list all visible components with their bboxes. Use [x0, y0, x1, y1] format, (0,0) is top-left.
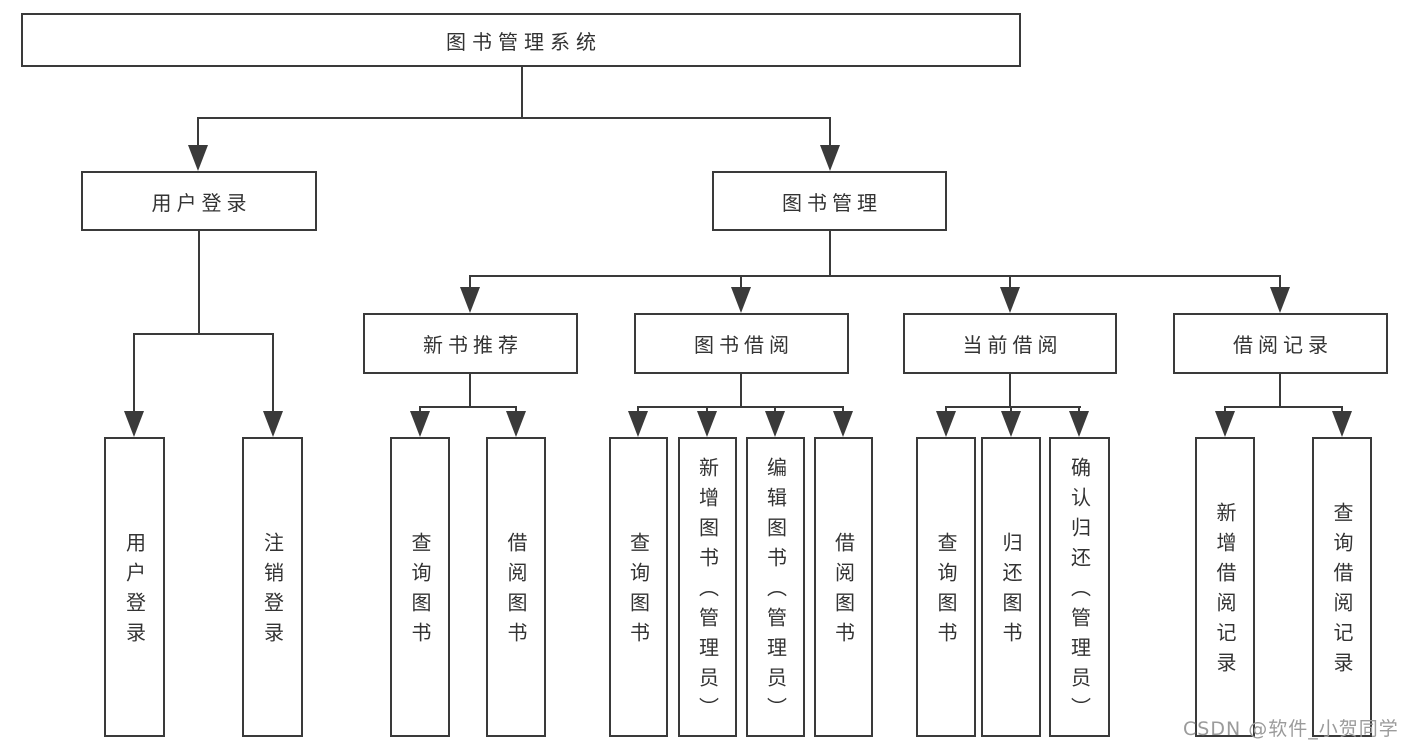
arrow-down-icon: [506, 411, 526, 437]
arrow-down-icon: [731, 287, 751, 313]
node-current-borrowing: 当前借阅: [903, 313, 1117, 374]
connector-drop-login-leaf: [133, 333, 135, 415]
arrow-down-icon: [263, 411, 283, 437]
node-user-login: 用户登录: [81, 171, 317, 231]
arrow-down-icon: [697, 411, 717, 437]
connector-record-split: [1224, 406, 1343, 408]
leaf-add-books-admin: 新增图书（管理员）: [678, 437, 737, 737]
arrow-down-icon: [188, 145, 208, 171]
arrow-down-icon: [1332, 411, 1352, 437]
arrow-down-icon: [410, 411, 430, 437]
connector-borrow-stem: [740, 372, 742, 408]
connector-drop-logout-leaf: [272, 333, 274, 415]
leaf-confirm-return-admin: 确认归还（管理员）: [1049, 437, 1110, 737]
node-borrowing-records: 借阅记录: [1173, 313, 1388, 374]
arrow-down-icon: [820, 145, 840, 171]
connector-drop: [1078, 406, 1080, 414]
connector-drop: [706, 406, 708, 414]
connector-drop-book-mgmt: [829, 117, 831, 149]
connector-drop-book-borrow: [740, 275, 742, 291]
leaf-query-borrow-record: 查询借阅记录: [1312, 437, 1372, 737]
connector-drop: [945, 406, 947, 414]
leaf-borrow-books: 借阅图书: [814, 437, 873, 737]
connector-borrow-split: [637, 406, 844, 408]
arrow-down-icon: [124, 411, 144, 437]
arrow-down-icon: [765, 411, 785, 437]
connector-current-split: [945, 406, 1081, 408]
arrow-down-icon: [1000, 287, 1020, 313]
node-new-book-recommend: 新书推荐: [363, 313, 578, 374]
arrow-down-icon: [1215, 411, 1235, 437]
connector-drop: [1341, 406, 1343, 414]
leaf-query-books-recommend: 查询图书: [390, 437, 450, 737]
arrow-down-icon: [1270, 287, 1290, 313]
leaf-logout: 注销登录: [242, 437, 303, 737]
leaf-user-login: 用户登录: [104, 437, 165, 737]
connector-login-split: [133, 333, 274, 335]
connector-drop-current-borrow: [1009, 275, 1011, 291]
leaf-add-borrow-record: 新增借阅记录: [1195, 437, 1255, 737]
node-book-management: 图书管理: [712, 171, 947, 231]
leaf-query-books-current: 查询图书: [916, 437, 976, 737]
arrow-down-icon: [936, 411, 956, 437]
connector-drop: [1010, 406, 1012, 414]
leaf-edit-books-admin: 编辑图书（管理员）: [746, 437, 805, 737]
leaf-borrow-books-recommend: 借阅图书: [486, 437, 546, 737]
connector-record-stem: [1279, 372, 1281, 408]
connector-drop-borrow-record: [1279, 275, 1281, 291]
connector-drop: [419, 406, 421, 414]
connector-drop: [637, 406, 639, 414]
connector-login-stem: [198, 231, 200, 335]
arrow-down-icon: [628, 411, 648, 437]
connector-drop: [515, 406, 517, 414]
arrow-down-icon: [1069, 411, 1089, 437]
connector-rec-split: [419, 406, 517, 408]
csdn-watermark: CSDN @软件_小贺同学: [1183, 718, 1399, 740]
connector-mgmt-split: [470, 275, 1281, 277]
connector-drop: [774, 406, 776, 414]
connector-rec-stem: [469, 372, 471, 408]
node-library-system: 图书管理系统: [21, 13, 1021, 67]
arrow-down-icon: [460, 287, 480, 313]
connector-mgmt-stem: [829, 231, 831, 277]
connector-root-split: [197, 117, 831, 119]
connector-drop: [1224, 406, 1226, 414]
connector-drop-user-login: [197, 117, 199, 149]
leaf-query-books-borrowing: 查询图书: [609, 437, 668, 737]
connector-drop-new-book: [469, 275, 471, 291]
arrow-down-icon: [833, 411, 853, 437]
arrow-down-icon: [1001, 411, 1021, 437]
leaf-return-books: 归还图书: [981, 437, 1041, 737]
connector-root-stem: [521, 67, 523, 119]
connector-current-stem: [1009, 372, 1011, 408]
connector-drop: [842, 406, 844, 414]
node-book-borrowing: 图书借阅: [634, 313, 849, 374]
